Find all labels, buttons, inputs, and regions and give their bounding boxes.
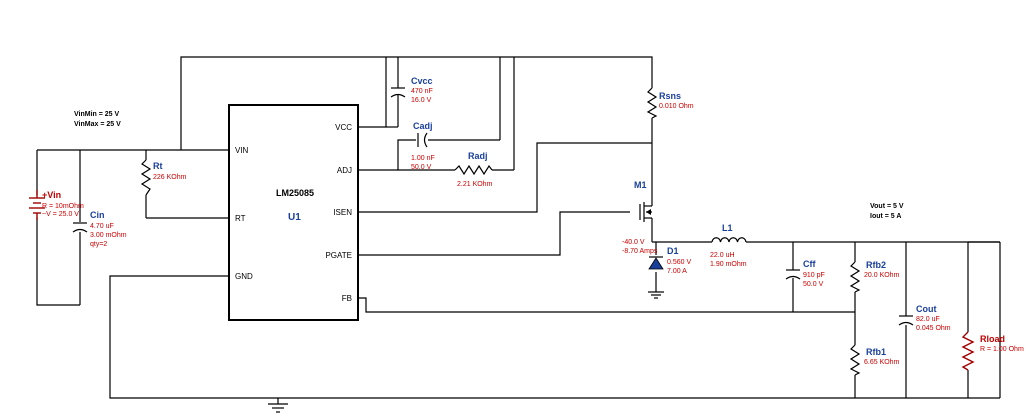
vin-min-note: VinMin = 25 V (74, 111, 120, 118)
radj-value: 2.21 KOhm (457, 181, 493, 188)
cin-qty: qty=2 (90, 241, 107, 248)
pin-gnd-label: GND (235, 272, 253, 281)
m1-mosfet[interactable]: M1 -40.0 V -8.70 Amps (622, 180, 658, 255)
rfb1-name: Rfb1 (866, 347, 886, 357)
d1-name: D1 (667, 246, 679, 256)
pin-isen-label: ISEN (333, 208, 352, 217)
l1-inductor[interactable]: L1 22.0 uH 1.90 mOhm (710, 223, 747, 268)
pin-rt-label: RT (235, 214, 246, 223)
rt-resistor[interactable]: Rt 226 KOhm (140, 159, 187, 196)
cff-capacitor[interactable]: Cff 910 pF 50.0 V (785, 259, 825, 288)
cadj-value: 1.00 nF (411, 155, 435, 162)
rsns-resistor[interactable]: Rsns 0.010 Ohm (646, 87, 694, 119)
cff-voltage: 50.0 V (803, 281, 824, 288)
cvcc-value: 470 nF (411, 88, 433, 95)
cout-esr: 0.045 Ohm (916, 325, 951, 332)
output-notes: Vout = 5 V Iout = 5 A (870, 203, 904, 220)
pin-adj-label: ADJ (337, 166, 352, 175)
radj-name: Radj (468, 151, 488, 161)
rfb1-resistor[interactable]: Rfb1 6.65 KOhm (849, 344, 900, 376)
pin-vcc-label: VCC (335, 123, 352, 132)
cout-capacitor[interactable]: Cout 82.0 uF 0.045 Ohm (898, 304, 951, 332)
vin-max-note: VinMax = 25 V (74, 121, 121, 128)
rload-value: R = 1.00 Ohm (980, 346, 1024, 353)
rsns-name: Rsns (659, 91, 681, 101)
vout-note: Vout = 5 V (870, 203, 904, 210)
rfb2-value: 20.0 KOhm (864, 272, 900, 279)
d1-current: 7.00 A (667, 268, 687, 275)
cadj-capacitor[interactable]: Cadj 1.00 nF 50.0 V (411, 121, 435, 171)
wires (36, 56, 1001, 404)
rload-name: Rload (980, 334, 1005, 344)
cin-value: 4.70 uF (90, 223, 114, 230)
vin-source-r: R = 10mOhm (42, 203, 84, 210)
m1-name: M1 (634, 180, 647, 190)
ic-part-number: LM25085 (276, 188, 314, 198)
cff-name: Cff (803, 259, 816, 269)
iout-note: Iout = 5 A (870, 213, 901, 220)
l1-name: L1 (722, 223, 733, 233)
ic-u1[interactable]: LM25085 U1 VIN RT GND VCC ADJ ISEN PGATE… (228, 104, 359, 321)
main-ground-symbol (268, 403, 288, 413)
diode-ground-symbol (648, 291, 664, 299)
l1-value: 22.0 uH (710, 252, 735, 259)
ic-designator: U1 (288, 212, 301, 223)
rfb2-resistor[interactable]: Rfb2 20.0 KOhm (849, 260, 900, 293)
cvcc-name: Cvcc (411, 76, 433, 86)
cvcc-capacitor[interactable]: Cvcc 470 nF 16.0 V (390, 76, 433, 104)
vin-source-name: +Vin (42, 190, 61, 200)
cout-name: Cout (916, 304, 937, 314)
m1-current: -8.70 Amps (622, 248, 658, 255)
radj-resistor[interactable]: Radj 2.21 KOhm (454, 151, 493, 188)
cin-esr: 3.00 mOhm (90, 232, 127, 239)
input-notes: VinMin = 25 V VinMax = 25 V (74, 111, 121, 128)
d1-diode[interactable]: D1 0.560 V 7.00 A (648, 246, 691, 275)
rload-resistor[interactable]: Rload R = 1.00 Ohm (961, 331, 1024, 371)
cin-name: Cin (90, 210, 105, 220)
rfb2-name: Rfb2 (866, 260, 886, 270)
pin-pgate-label: PGATE (325, 251, 352, 260)
rt-value: 226 KOhm (153, 174, 187, 181)
cvcc-voltage: 16.0 V (411, 97, 432, 104)
pin-fb-label: FB (342, 294, 352, 303)
cadj-name: Cadj (413, 121, 433, 131)
rfb1-value: 6.65 KOhm (864, 359, 900, 366)
d1-voltage: 0.560 V (667, 259, 691, 266)
m1-voltage: -40.0 V (622, 239, 645, 246)
cadj-voltage: 50.0 V (411, 164, 432, 171)
vin-source[interactable]: +Vin R = 10mOhm ~V = 25.0 V (29, 190, 84, 220)
rsns-value: 0.010 Ohm (659, 103, 694, 110)
cff-value: 910 pF (803, 272, 825, 279)
cin-capacitor[interactable]: Cin 4.70 uF 3.00 mOhm qty=2 (72, 210, 127, 248)
cout-value: 82.0 uF (916, 316, 940, 323)
pin-vin-label: VIN (235, 146, 249, 155)
rt-name: Rt (153, 161, 163, 171)
l1-dcr: 1.90 mOhm (710, 261, 747, 268)
vin-source-v: ~V = 25.0 V (42, 211, 79, 218)
